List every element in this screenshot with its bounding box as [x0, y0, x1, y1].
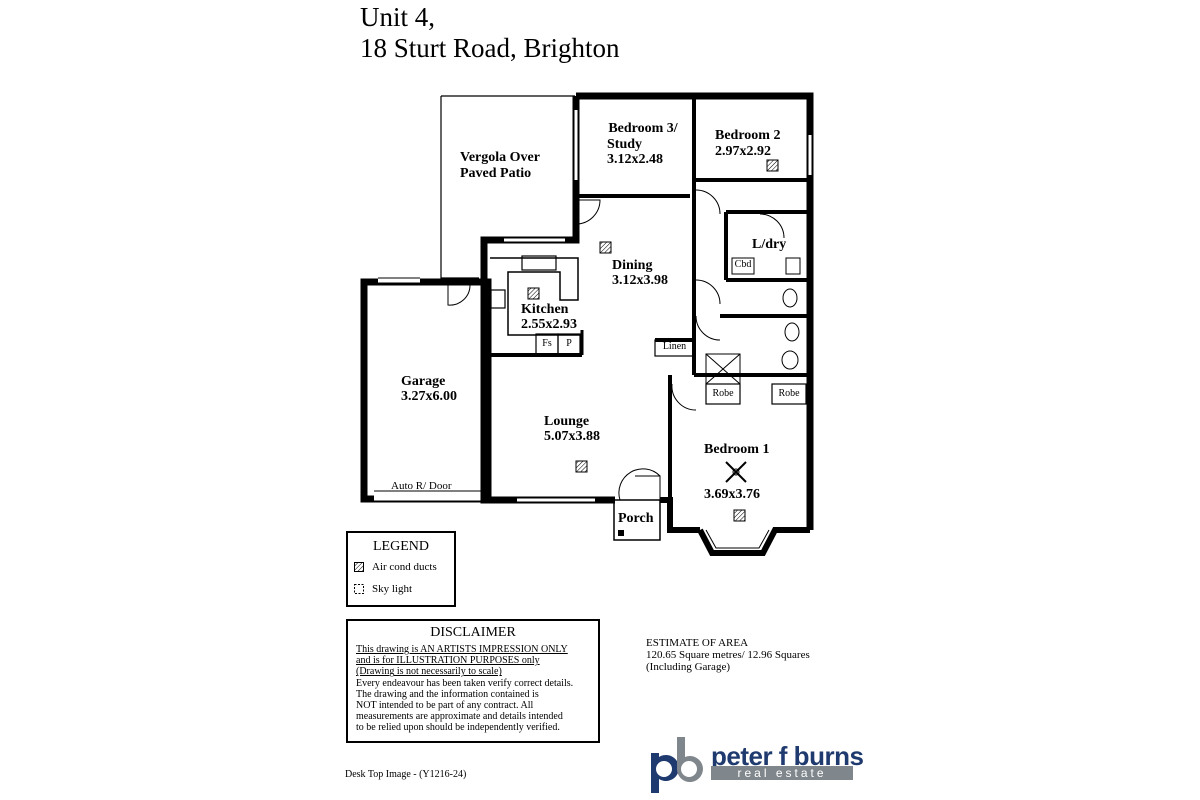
fridge-space-label: Fs — [542, 338, 552, 349]
room-size-kitchen: 2.55x2.93 — [521, 317, 577, 332]
room-label-vergola: Vergola Over Paved Patio — [460, 150, 540, 181]
house-outer-wall — [576, 92, 814, 530]
disclaimer-line: measurements are approximate and details… — [356, 711, 563, 723]
robe-label-1: Robe — [712, 388, 734, 399]
legend-row-sky: Sky light — [354, 583, 412, 595]
room-label-bedroom1: Bedroom 1 — [704, 442, 770, 457]
skylight-icon — [354, 584, 364, 595]
room-label-bedroom3: Bedroom 3/ — [608, 121, 678, 136]
room-label-bedroom2: Bedroom 2 — [715, 128, 781, 143]
aircon-duct-icon — [733, 509, 746, 522]
disclaimer-line: The drawing and the information containe… — [356, 688, 539, 700]
area-note: (Including Garage) — [646, 661, 730, 673]
address-line-2: 18 Sturt Road, Brighton — [360, 33, 620, 63]
aircon-duct-icon — [527, 287, 540, 300]
brand-subtitle: real estate — [711, 766, 853, 780]
room-label-porch: Porch — [618, 511, 654, 526]
room-label-dining: Dining — [612, 258, 653, 273]
linen-label: Linen — [662, 341, 687, 352]
room-size-bedroom3: 3.12x2.48 — [607, 152, 663, 167]
room-label-lounge: Lounge — [544, 414, 590, 429]
disclaimer-line: Every endeavour has been taken verify co… — [356, 677, 574, 689]
room-label-garage: Garage — [401, 374, 446, 389]
legend-row-air: Air cond ducts — [354, 561, 437, 573]
room-label-bedroom3-2: Study — [607, 137, 643, 152]
area-estimate: ESTIMATE OF AREA 120.65 Square metres/ 1… — [646, 637, 810, 673]
legend-air-label: Air cond ducts — [372, 561, 437, 573]
cupboard-label: Cbd — [734, 259, 752, 270]
room-size-bedroom2: 2.97x2.92 — [715, 144, 771, 159]
disclaimer-line: and is for ILLUSTRATION PURPOSES only — [356, 655, 540, 667]
aircon-duct-icon — [575, 460, 588, 473]
aircon-duct-icon — [766, 159, 779, 172]
robe-label-2: Robe — [778, 388, 800, 399]
image-reference: Desk Top Image - (Y1216-24) — [345, 769, 467, 780]
legend: LEGEND Air cond ducts Sky light — [346, 531, 456, 607]
brand-logo-icon — [651, 737, 703, 793]
area-value: 120.65 Square metres/ 12.96 Squares — [646, 649, 810, 661]
disclaimer-line: This drawing is AN ARTISTS IMPRESSION ON… — [356, 644, 568, 655]
room-size-lounge: 5.07x3.88 — [544, 429, 600, 444]
disclaimer-title: DISCLAIMER — [430, 625, 516, 640]
address-line-1: Unit 4, — [360, 2, 436, 32]
room-label-kitchen: Kitchen — [521, 302, 569, 317]
disclaimer-box: DISCLAIMER This drawing is AN ARTISTS IM… — [346, 619, 600, 743]
disclaimer-line: (Drawing is not necessarily to scale) — [356, 666, 502, 678]
legend-title: LEGEND — [373, 539, 429, 554]
pantry-label: P — [566, 338, 572, 349]
disclaimer-line: NOT intended to be part of any contract.… — [356, 700, 534, 712]
room-size-bedroom1: 3.69x3.76 — [704, 487, 760, 502]
bay-window — [697, 527, 810, 556]
aircon-duct-icon — [599, 241, 612, 254]
disclaimer-line: to be relied upon should be independentl… — [356, 722, 560, 734]
room-label-laundry: L/dry — [752, 237, 787, 252]
patio-outline — [440, 96, 479, 279]
aircon-duct-icon — [354, 562, 364, 573]
room-size-garage: 3.27x6.00 — [401, 389, 457, 404]
room-size-dining: 3.12x3.98 — [612, 273, 668, 288]
legend-sky-label: Sky light — [372, 583, 413, 595]
disclaimer-body: This drawing is AN ARTISTS IMPRESSION ON… — [356, 644, 596, 734]
garage-door-label: Auto R/ Door — [391, 480, 452, 492]
area-title: ESTIMATE OF AREA — [646, 637, 749, 649]
